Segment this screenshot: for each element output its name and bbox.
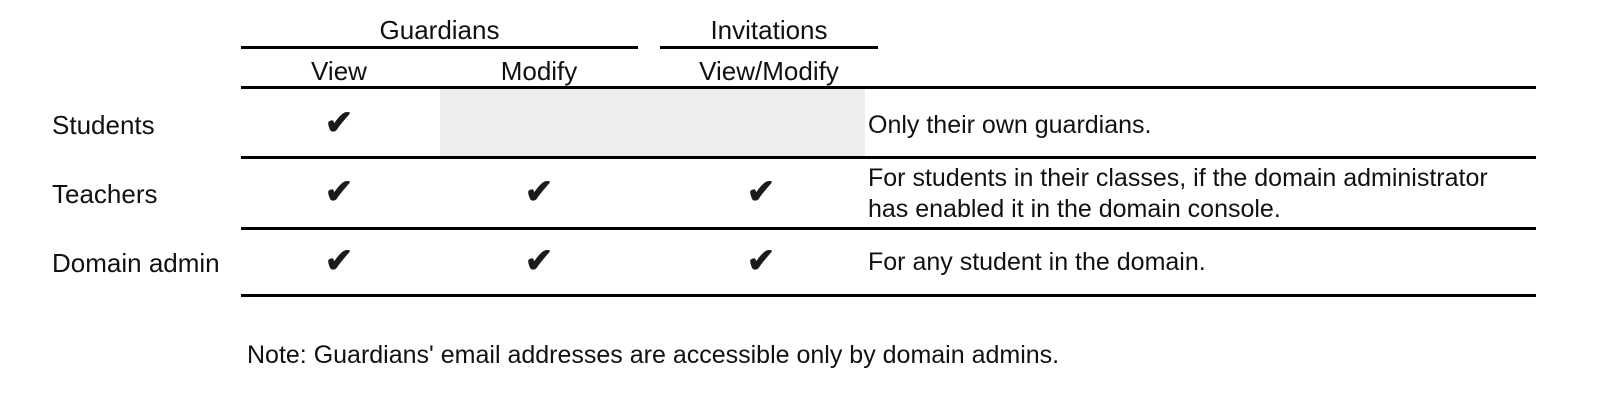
- rule-under-guardians: [241, 46, 638, 49]
- column-header-modify: Modify: [500, 56, 578, 86]
- table-rule-after-teachers: [241, 227, 1536, 230]
- table-rule-bottom: [241, 294, 1536, 297]
- check-icon-domain-admin-guardians-view: ✔: [324, 242, 354, 280]
- row-label-students: Students: [52, 110, 155, 140]
- column-group-invitations: Invitations: [710, 15, 828, 45]
- footnote: Note: Guardians' email addresses are acc…: [247, 341, 1060, 369]
- check-icon-domain-admin-invitations: ✔: [746, 242, 776, 280]
- rule-under-invitations: [660, 46, 878, 49]
- table-rule-after-students: [241, 156, 1536, 159]
- check-icon-teachers-invitations: ✔: [746, 173, 776, 211]
- check-icon-teachers-guardians-view: ✔: [324, 173, 354, 211]
- row-label-teachers: Teachers: [52, 179, 158, 209]
- note-teachers: For students in their classes, if the do…: [868, 164, 1488, 223]
- check-icon-students-guardians-view: ✔: [324, 104, 354, 142]
- table-rule-top: [241, 86, 1536, 89]
- check-icon-teachers-guardians-modify: ✔: [524, 173, 554, 211]
- note-domain-admin: For any student in the domain.: [868, 248, 1206, 276]
- note-students: Only their own guardians.: [868, 111, 1152, 139]
- cell-not-applicable-students: [440, 89, 865, 156]
- column-header-view-modify: View/Modify: [699, 56, 839, 86]
- column-header-view: View: [311, 56, 367, 86]
- row-label-domain-admin: Domain admin: [52, 248, 220, 278]
- check-icon-domain-admin-guardians-modify: ✔: [524, 242, 554, 280]
- column-group-guardians: Guardians: [379, 15, 500, 45]
